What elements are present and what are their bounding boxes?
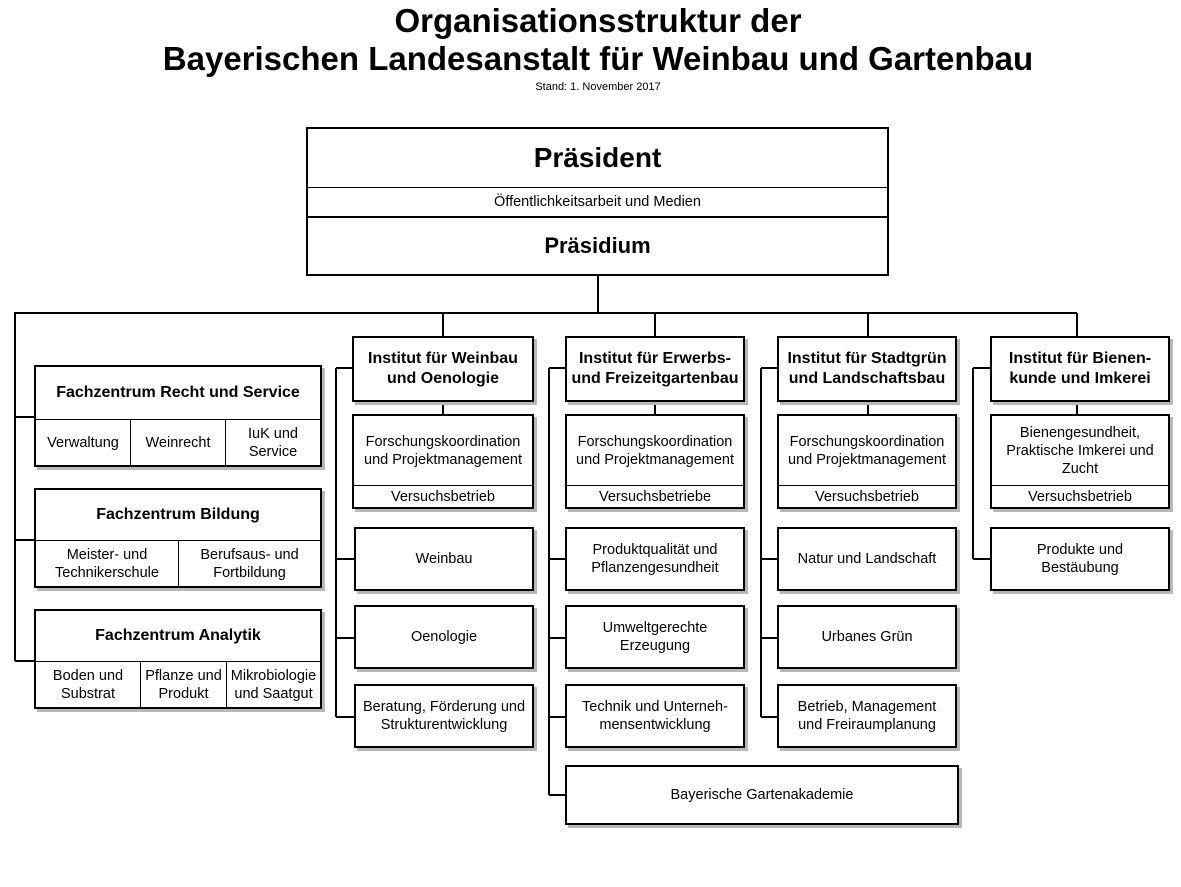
- institut-erwerbs-koordination-box: Forschungskoordination und Projektmanage…: [565, 414, 745, 509]
- date-note: Stand: 1. November 2017: [535, 81, 661, 93]
- unit-oenologie: Oenologie: [354, 605, 534, 669]
- institut-bienen-koordination: Bienengesundheit, Praktische Imkerei und…: [992, 416, 1168, 486]
- fachzentrum-analytik-title: Fachzentrum Analytik: [36, 611, 320, 662]
- unit-urbanes-gruen: Urbanes Grün: [777, 605, 957, 669]
- institut-erwerbs-title: Institut für Erwerbs- und Freizeitgarten…: [565, 336, 745, 402]
- institut-weinbau-koordination-box: Forschungskoordination und Projektmanage…: [352, 414, 534, 509]
- unit-gartenakademie: Bayerische Gartenakademie: [565, 765, 959, 825]
- leadership-box: Präsident Öffentlichkeitsarbeit und Medi…: [306, 127, 889, 276]
- unit-weinrecht: Weinrecht: [131, 420, 226, 465]
- unit-natur-landschaft: Natur und Landschaft: [777, 527, 957, 591]
- fachzentrum-bildung-title: Fachzentrum Bildung: [36, 490, 320, 541]
- institut-stadtgruen-koordination-box: Forschungskoordination und Projektmanage…: [777, 414, 957, 509]
- fachzentrum-analytik-box: Fachzentrum Analytik Boden und Substrat …: [34, 609, 322, 709]
- unit-technik: Technik und Unterneh-mensentwicklung: [565, 684, 745, 748]
- unit-mikrobiologie: Mikrobiologie und Saatgut: [230, 667, 317, 702]
- fachzentrum-bildung-box: Fachzentrum Bildung Meister- und Technik…: [34, 488, 322, 588]
- institut-stadtgruen-koordination: Forschungskoordination und Projektmanage…: [779, 416, 955, 486]
- unit-weinbau: Weinbau: [354, 527, 534, 591]
- unit-iuk-service: IuK und Service: [248, 425, 298, 460]
- institut-weinbau-versuchsbetrieb: Versuchsbetrieb: [391, 488, 495, 505]
- unit-umweltgerechte-erzeugung: Umweltgerechte Erzeugung: [565, 605, 745, 669]
- unit-fortbildung: Berufsaus- und Fortbildung: [200, 546, 299, 581]
- praesident-label: Präsident: [308, 129, 887, 188]
- unit-betrieb-management: Betrieb, Management und Freiraumplanung: [777, 684, 957, 748]
- institut-weinbau-koordination: Forschungskoordination und Projektmanage…: [354, 416, 532, 486]
- institut-stadtgruen-title: Institut für Stadtgrün und Landschaftsba…: [777, 336, 957, 402]
- institut-erwerbs-versuchsbetriebe: Versuchsbetriebe: [598, 488, 712, 505]
- unit-pflanze-produkt: Pflanze und Produkt: [141, 662, 227, 707]
- institut-bienen-versuchsbetrieb: Versuchsbetrieb: [1028, 488, 1132, 505]
- unit-verwaltung: Verwaltung: [36, 420, 131, 465]
- praesidium-label: Präsidium: [308, 216, 887, 274]
- institut-erwerbs-koordination: Forschungskoordination und Projektmanage…: [567, 416, 743, 486]
- unit-boden-substrat: Boden und Substrat: [36, 662, 141, 707]
- fachzentrum-recht-title: Fachzentrum Recht und Service: [36, 367, 320, 420]
- institut-stadtgruen-versuchsbetrieb: Versuchsbetrieb: [815, 488, 919, 505]
- fachzentrum-recht-box: Fachzentrum Recht und Service Verwaltung…: [34, 365, 322, 467]
- institut-bienen-title: Institut für Bienen-kunde und Imkerei: [990, 336, 1170, 402]
- unit-meisterschule: Meister- und Technikerschule: [36, 541, 179, 586]
- medien-label: Öffentlichkeitsarbeit und Medien: [494, 194, 701, 210]
- title-line-1: Organisationsstruktur der: [394, 2, 802, 39]
- chart-title: Organisationsstruktur der Bayerischen La…: [0, 2, 1181, 78]
- institut-bienen-koordination-box: Bienengesundheit, Praktische Imkerei und…: [990, 414, 1170, 509]
- unit-produkte-bestaeubung: Produkte und Bestäubung: [990, 527, 1170, 591]
- unit-produktqualitaet: Produktqualität und Pflanzengesundheit: [565, 527, 745, 591]
- institut-weinbau-title: Institut für Weinbau und Oenologie: [352, 336, 534, 402]
- unit-beratung: Beratung, Förderung und Strukturentwickl…: [354, 684, 534, 748]
- title-line-2: Bayerischen Landesanstalt für Weinbau un…: [162, 40, 1034, 77]
